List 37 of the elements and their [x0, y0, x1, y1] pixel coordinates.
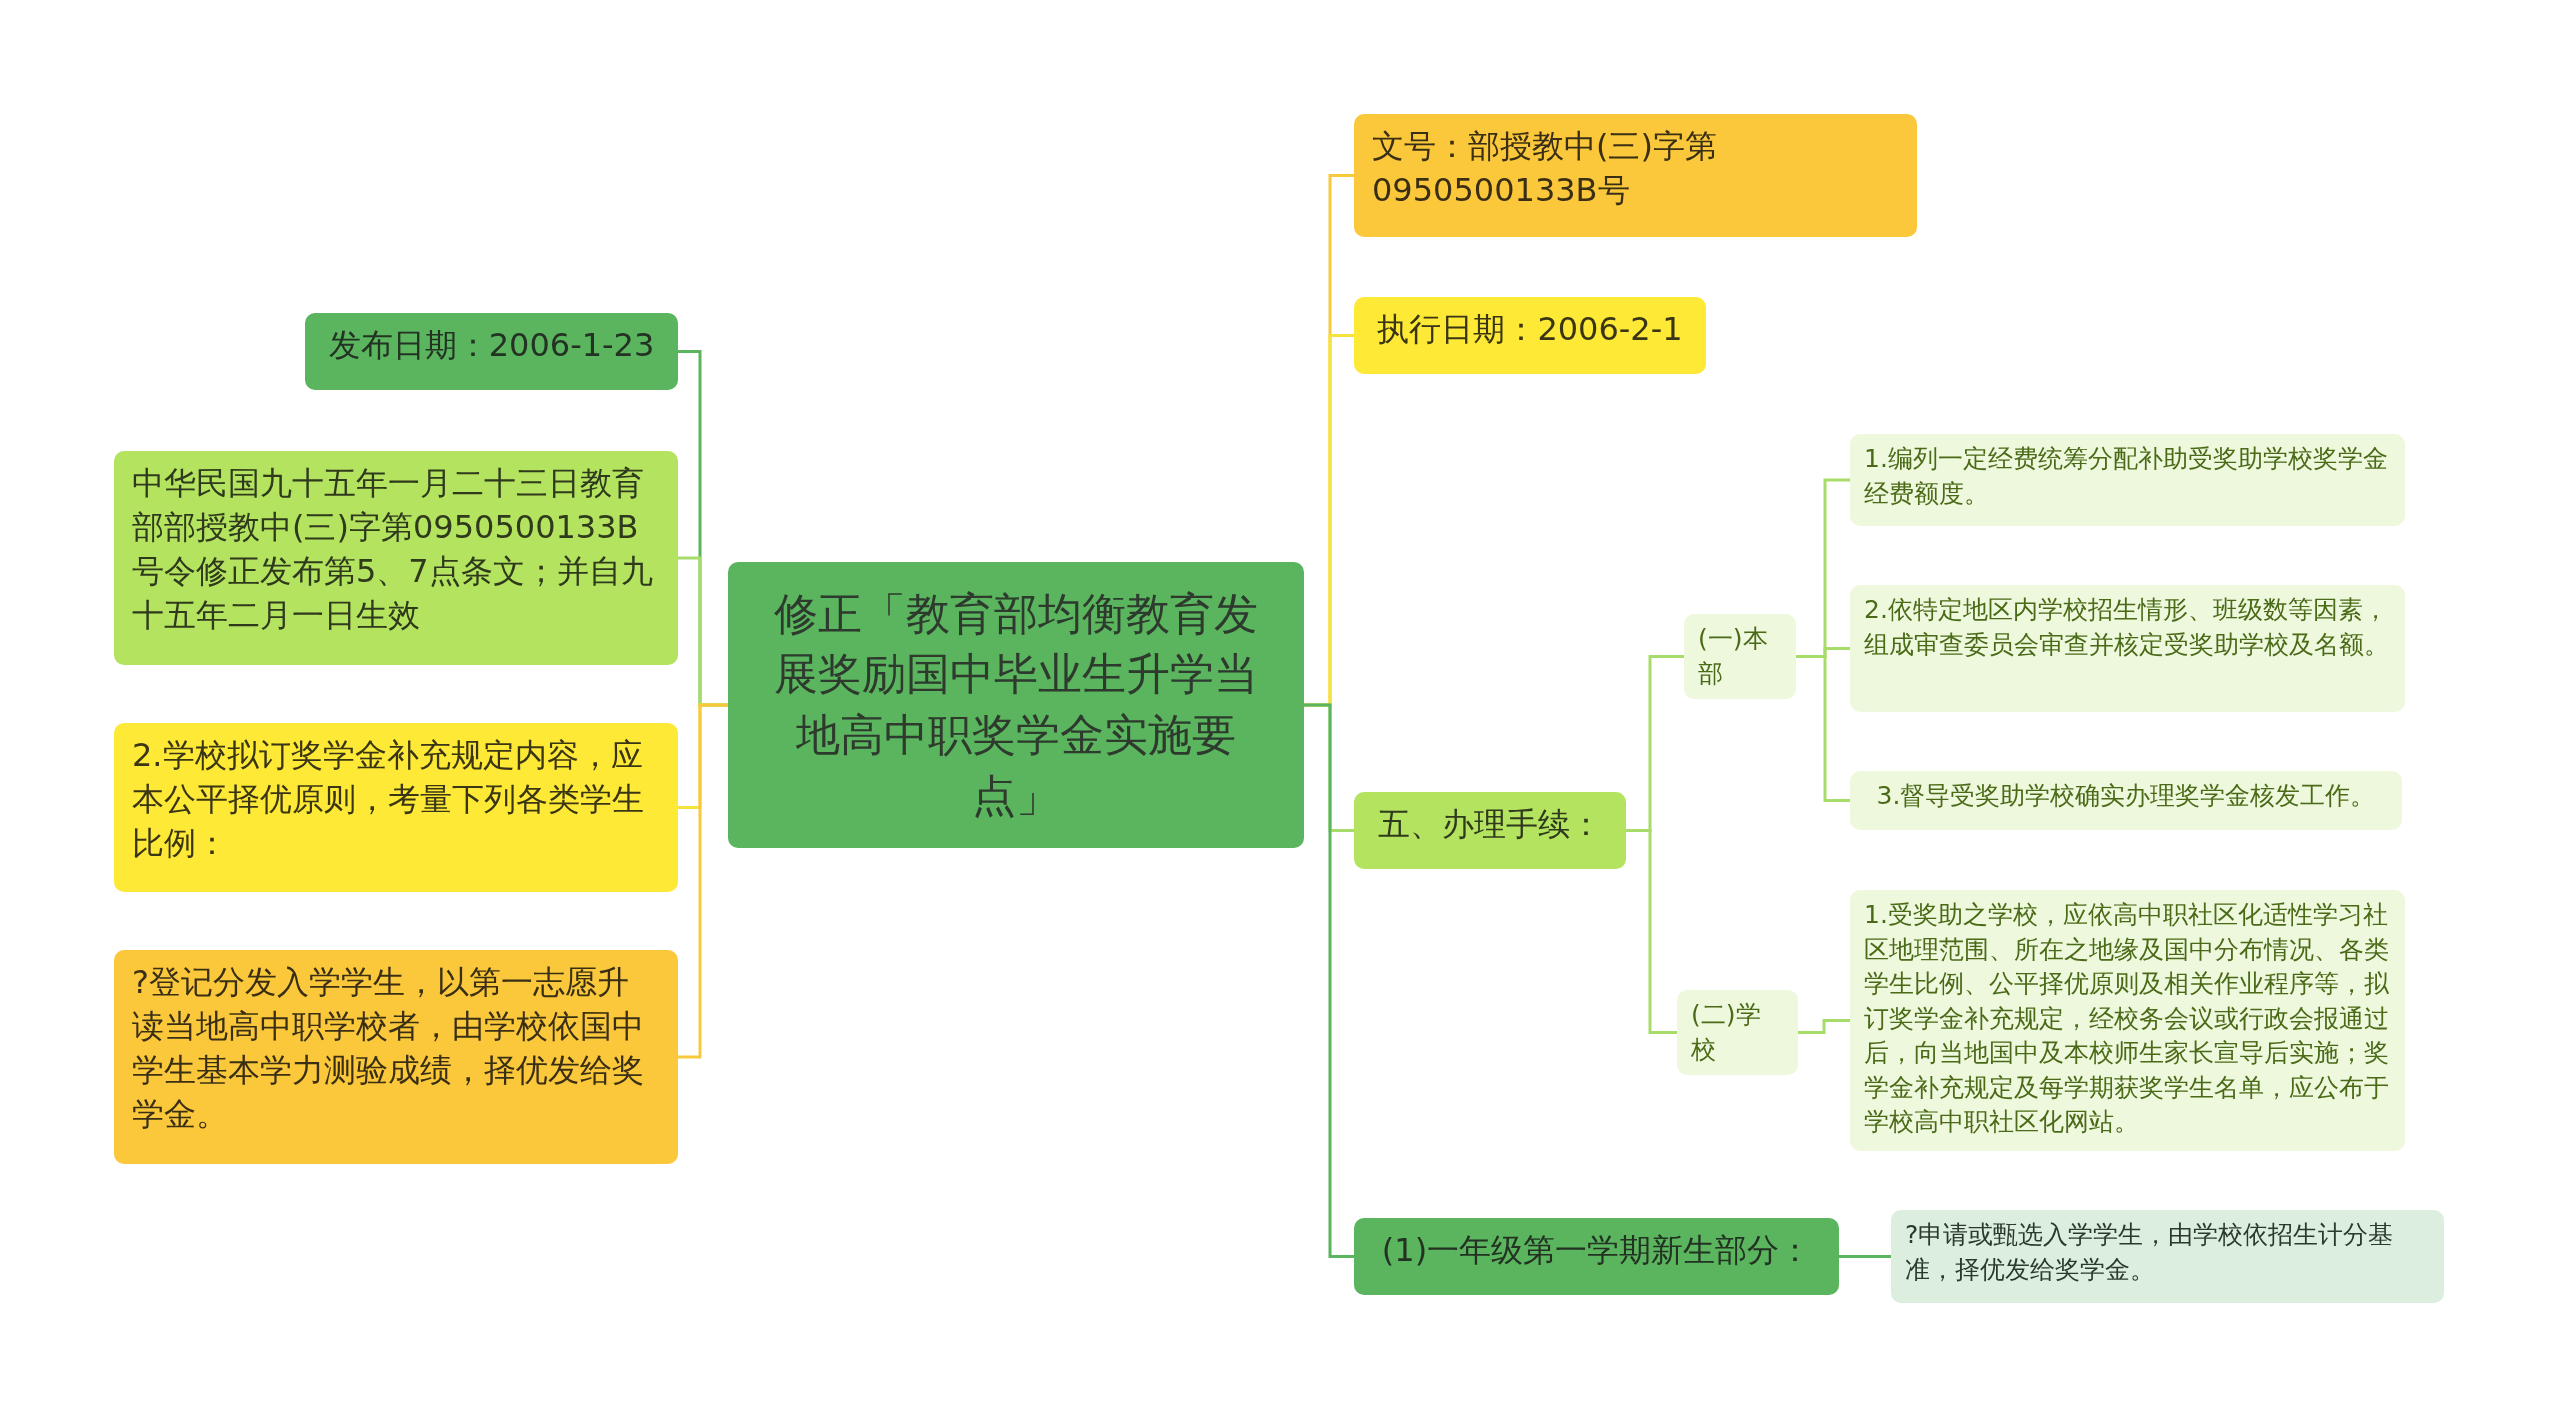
topic-text: ?申请或甄选入学学生，由学校依招生计分基准，择优发给奖学金。: [1905, 1219, 2395, 1286]
topic-text: 发布日期：2006-1-23: [328, 325, 655, 366]
subtopic-box: [1684, 614, 1796, 699]
central-topic-box: [728, 562, 1304, 848]
topic-text: 修正「教育部均衡教育发展奖励国中毕业生升学当地高中职奖学金实施要点」: [773, 586, 1259, 823]
topic-text: 中华民国九十五年一月二十三日教育部部授教中(三)字第0950500133B号令修正发布第5、7点条文；并自九十五年二月一日生效: [132, 463, 654, 637]
topic-box: [1354, 297, 1706, 374]
topic-text: ?登记分发入学学生，以第一志愿升读当地高中职学校者，由学校依国中学生基本学力测验成绩，择优发给奖学金。: [132, 962, 645, 1136]
topic-text: 2.依特定地区内学校招生情形、班级数等因素，组成审查委员会审查并核定受奖助学校及名额。: [1864, 594, 2390, 661]
topic-text: (二)学校: [1691, 999, 1762, 1066]
connector-line: [1839, 1255, 1891, 1258]
subtopic-box: [1850, 771, 2402, 830]
topic-text: 五、办理手续：: [1378, 804, 1602, 845]
topic-box: [1354, 1218, 1839, 1295]
topic-text: 文号：部授教中(三)字第0950500133B号: [1372, 126, 1718, 212]
topic-text: 3.督导受奖助学校确实办理奖学金核发工作。: [1876, 780, 2376, 812]
topic-text: 1.受奖助之学校，应依高中职社区化适性学习社区地理范围、所在之地缘及国中分布情况、各类学生比例、公平择优原则及相关作业程序等，拟订奖学金补充规定，经校务会议或行政会报通过后，向当地国中及本校师生家长宣导后实施；奖学金补充规定及每学期获奖学生名单，应公布于学校高中职社区化网站。: [1864, 899, 2390, 1138]
connector-line: [1798, 1019, 1850, 1034]
subtopic-box: [1677, 990, 1798, 1075]
topic-box: [1354, 114, 1917, 237]
connector-line: [1626, 829, 1677, 1034]
topic-text: 执行日期：2006-2-1: [1377, 309, 1683, 350]
topic-box: [114, 950, 678, 1164]
topic-text: 1.编列一定经费统筹分配补助受奖助学校奖学金经费额度。: [1864, 443, 2389, 510]
topic-box: [114, 451, 678, 665]
topic-box: [114, 723, 678, 892]
subtopic-box: [1891, 1210, 2444, 1303]
topic-box: [1354, 792, 1626, 869]
topic-text: (一)本部: [1698, 623, 1769, 690]
connector-line: [678, 703, 728, 1059]
subtopic-box: [1850, 434, 2405, 526]
connector-line: [1304, 703, 1354, 1258]
subtopic-box: [1850, 585, 2405, 712]
topic-text: (1)一年级第一学期新生部分：: [1381, 1230, 1812, 1271]
topic-box: [305, 313, 678, 390]
connector-line: [1796, 655, 1850, 802]
topic-text: 2.学校拟订奖学金补充规定内容，应本公平择优原则，考量下列各类学生比例：: [132, 735, 645, 865]
